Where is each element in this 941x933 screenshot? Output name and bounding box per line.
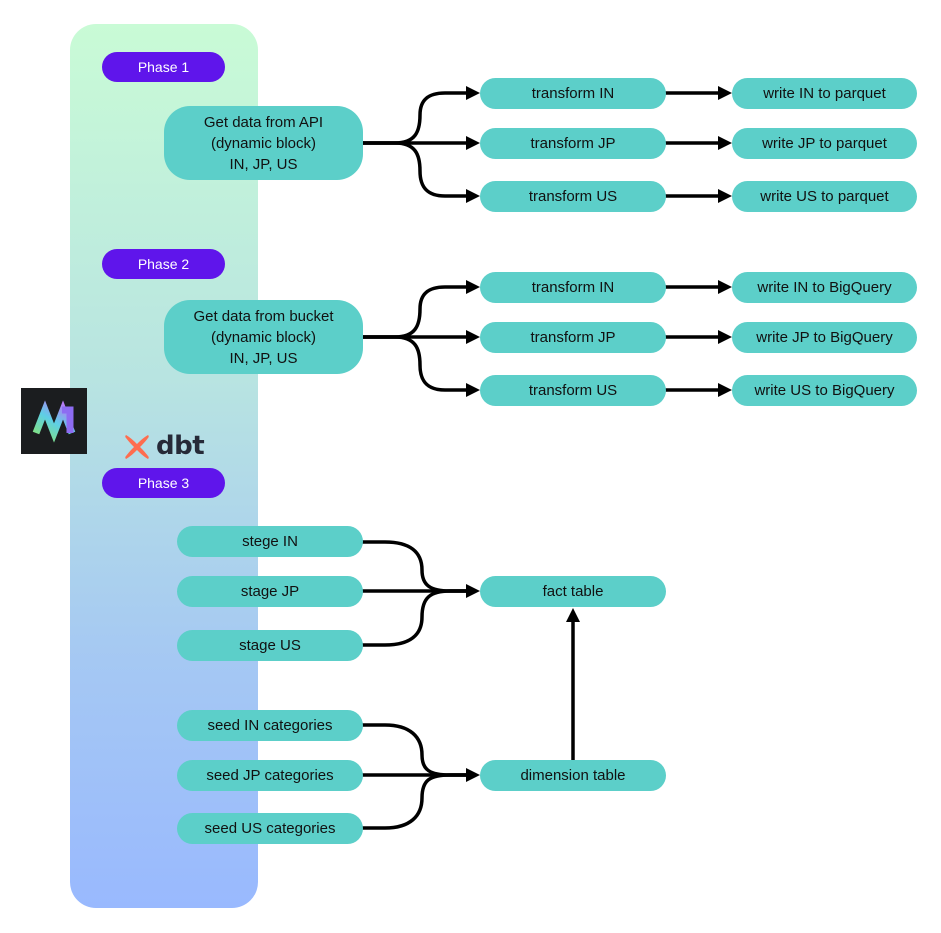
phase1-write-us[interactable]: write US to parquet bbox=[732, 181, 917, 212]
phase1-source-node[interactable]: Get data from API (dynamic block) IN, JP… bbox=[164, 106, 363, 180]
stage-to-fact-arrows bbox=[361, 540, 480, 647]
phase1-write-in[interactable]: write IN to parquet bbox=[732, 78, 917, 109]
phase2-transform-in[interactable]: transform IN bbox=[480, 272, 666, 303]
dbt-logo-icon bbox=[125, 435, 149, 459]
phase1-fanout-arrows bbox=[361, 86, 480, 203]
phase2-source-node[interactable]: Get data from bucket (dynamic block) IN,… bbox=[164, 300, 363, 374]
dimension-table-node[interactable]: dimension table bbox=[480, 760, 666, 791]
stage-in-node[interactable]: stege IN bbox=[177, 526, 363, 557]
phase2-write-arrows bbox=[664, 280, 732, 397]
stage-jp-node[interactable]: stage JP bbox=[177, 576, 363, 607]
phase2-fanout-arrows bbox=[361, 280, 480, 397]
phase1-transform-in[interactable]: transform IN bbox=[480, 78, 666, 109]
dimension-to-fact-arrow bbox=[566, 608, 580, 762]
phase3-label: Phase 3 bbox=[102, 468, 225, 498]
phase2-label: Phase 2 bbox=[102, 249, 225, 279]
seed-in-node[interactable]: seed IN categories bbox=[177, 710, 363, 741]
phase2-write-in[interactable]: write IN to BigQuery bbox=[732, 272, 917, 303]
phase1-transform-jp[interactable]: transform JP bbox=[480, 128, 666, 159]
fact-table-node[interactable]: fact table bbox=[480, 576, 666, 607]
seed-us-node[interactable]: seed US categories bbox=[177, 813, 363, 844]
stage-us-node[interactable]: stage US bbox=[177, 630, 363, 661]
mage-logo-icon bbox=[21, 388, 87, 454]
phase1-write-jp[interactable]: write JP to parquet bbox=[732, 128, 917, 159]
seed-jp-node[interactable]: seed JP categories bbox=[177, 760, 363, 791]
phase1-write-arrows bbox=[664, 86, 732, 203]
phase2-transform-jp[interactable]: transform JP bbox=[480, 322, 666, 353]
dbt-logo-text: dbt bbox=[156, 431, 205, 461]
phase2-write-us[interactable]: write US to BigQuery bbox=[732, 375, 917, 406]
phase2-transform-us[interactable]: transform US bbox=[480, 375, 666, 406]
dbt-logo: dbt bbox=[122, 430, 208, 464]
phase1-transform-us[interactable]: transform US bbox=[480, 181, 666, 212]
seed-to-dimension-arrows bbox=[361, 723, 480, 830]
phase1-label: Phase 1 bbox=[102, 52, 225, 82]
phase2-write-jp[interactable]: write JP to BigQuery bbox=[732, 322, 917, 353]
